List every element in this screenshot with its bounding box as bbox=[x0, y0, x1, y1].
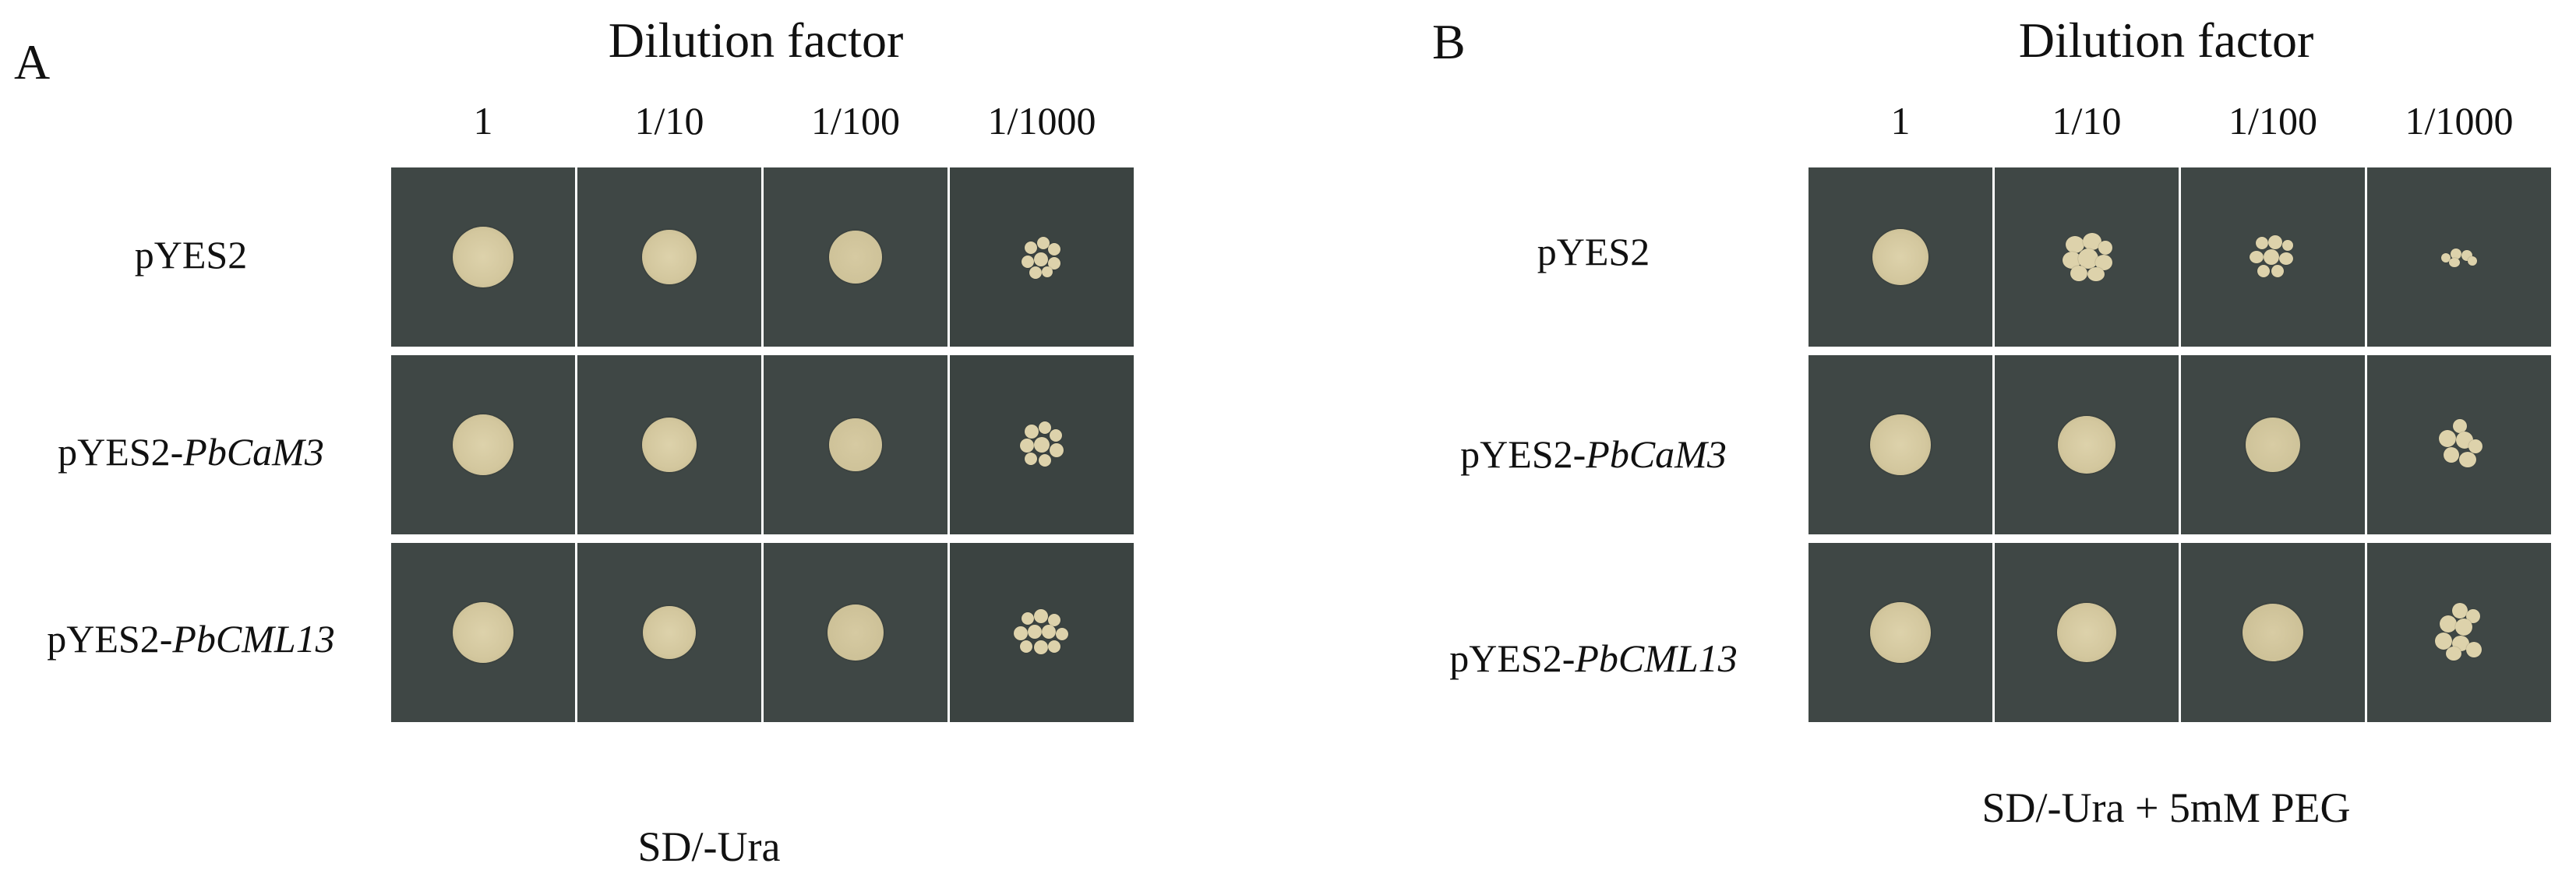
panel-a-col-1: 1 bbox=[473, 99, 493, 143]
yeast-colonies bbox=[1012, 608, 1071, 657]
panel-b-plate-r1-c1 bbox=[1808, 167, 1992, 347]
panel-b-title: Dilution factor bbox=[2018, 12, 2314, 68]
row-prefix: pYES2 bbox=[1537, 230, 1650, 273]
yeast-spot bbox=[453, 227, 513, 287]
panel-b-label: B bbox=[1432, 14, 1466, 69]
panel-b-plate-r3-c1 bbox=[1808, 543, 1992, 722]
panel-b-condition: SD/-Ura + 5mM PEG bbox=[1981, 784, 2351, 831]
panel-a-plate-r1-c3 bbox=[764, 167, 947, 347]
panel-b-row-3-label: pYES2-PbCML13 bbox=[1395, 639, 1792, 678]
panel-b-plate-r2-c1 bbox=[1808, 355, 1992, 534]
panel-a-plate-r3-c2 bbox=[577, 543, 761, 722]
panel-b-plate-r1-c3 bbox=[2181, 167, 2365, 347]
panel-a-plate-r1-c2 bbox=[577, 167, 761, 347]
yeast-colonies bbox=[2059, 230, 2114, 284]
panel-a-row-1-label: pYES2 bbox=[8, 235, 374, 274]
yeast-colonies bbox=[1018, 234, 1065, 280]
panel-a-plate-r3-c1 bbox=[391, 543, 575, 722]
panel-b-plate-r2-c4 bbox=[2367, 355, 2551, 534]
panel-a-plate-r1-c1 bbox=[391, 167, 575, 347]
panel-b-col-3: 1/100 bbox=[2228, 99, 2317, 143]
panel-b-plate-r3-c3 bbox=[2181, 543, 2365, 722]
panel-b-col-4: 1/1000 bbox=[2405, 99, 2514, 143]
row-gene: PbCML13 bbox=[172, 617, 335, 661]
panel-a-plate-r2-c4 bbox=[950, 355, 1134, 534]
yeast-spot bbox=[643, 606, 696, 659]
yeast-spot bbox=[2058, 416, 2115, 474]
panel-b-plate-r1-c4 bbox=[2367, 167, 2551, 347]
yeast-spot bbox=[453, 602, 513, 663]
panel-a-row-2-label: pYES2-PbCaM3 bbox=[8, 432, 374, 471]
panel-a-label: A bbox=[14, 34, 51, 90]
panel-a-plate-r2-c1 bbox=[391, 355, 575, 534]
panel-a-title: Dilution factor bbox=[608, 12, 904, 68]
row-gene: PbCaM3 bbox=[183, 430, 324, 474]
panel-a-row-3-label: pYES2-PbCML13 bbox=[8, 619, 374, 658]
row-gene: PbCaM3 bbox=[1586, 432, 1727, 476]
row-prefix: pYES2- bbox=[47, 617, 173, 661]
yeast-colonies bbox=[2440, 245, 2479, 269]
panel-a-plate-r2-c2 bbox=[577, 355, 761, 534]
panel-a-col-2: 1/10 bbox=[634, 99, 704, 143]
yeast-spot bbox=[2243, 604, 2303, 661]
yeast-spot bbox=[453, 414, 513, 475]
panel-a-plate-r3-c3 bbox=[764, 543, 947, 722]
row-prefix: pYES2 bbox=[134, 233, 248, 277]
panel-a-plate-r2-c3 bbox=[764, 355, 947, 534]
panel-b-plate-r3-c2 bbox=[1995, 543, 2179, 722]
yeast-spot bbox=[827, 604, 884, 661]
panel-a-col-3: 1/100 bbox=[811, 99, 900, 143]
row-gene: PbCML13 bbox=[1575, 636, 1738, 680]
yeast-spot bbox=[2057, 603, 2116, 662]
row-prefix: pYES2- bbox=[58, 430, 184, 474]
panel-b-plate-r2-c2 bbox=[1995, 355, 2179, 534]
yeast-colonies bbox=[2432, 601, 2486, 664]
panel-a-condition: SD/-Ura bbox=[637, 823, 781, 870]
yeast-spot bbox=[1872, 229, 1928, 285]
panel-a-plate-r1-c4 bbox=[950, 167, 1134, 347]
panel-b-row-2-label: pYES2-PbCaM3 bbox=[1395, 435, 1792, 474]
yeast-colonies bbox=[1017, 420, 1067, 470]
panel-b-row-1-label: pYES2 bbox=[1395, 232, 1792, 271]
yeast-colonies bbox=[2434, 418, 2484, 472]
panel-b-plate-r2-c3 bbox=[2181, 355, 2365, 534]
panel-b-plate-r1-c2 bbox=[1995, 167, 2179, 347]
panel-b-col-2: 1/10 bbox=[2052, 99, 2122, 143]
yeast-spot bbox=[829, 231, 882, 284]
row-prefix: pYES2- bbox=[1460, 432, 1586, 476]
yeast-spot bbox=[1870, 602, 1931, 663]
panel-a-plate-r3-c4 bbox=[950, 543, 1134, 722]
panel-b-col-1: 1 bbox=[1890, 99, 1911, 143]
yeast-spot bbox=[829, 418, 882, 471]
yeast-colonies bbox=[2248, 234, 2298, 280]
panel-b-plate-r3-c4 bbox=[2367, 543, 2551, 722]
yeast-spot bbox=[642, 230, 697, 284]
row-prefix: pYES2- bbox=[1449, 636, 1576, 680]
yeast-spot bbox=[2246, 418, 2300, 472]
yeast-spot bbox=[1870, 414, 1931, 475]
yeast-spot bbox=[642, 418, 697, 472]
panel-a-col-4: 1/1000 bbox=[987, 99, 1096, 143]
